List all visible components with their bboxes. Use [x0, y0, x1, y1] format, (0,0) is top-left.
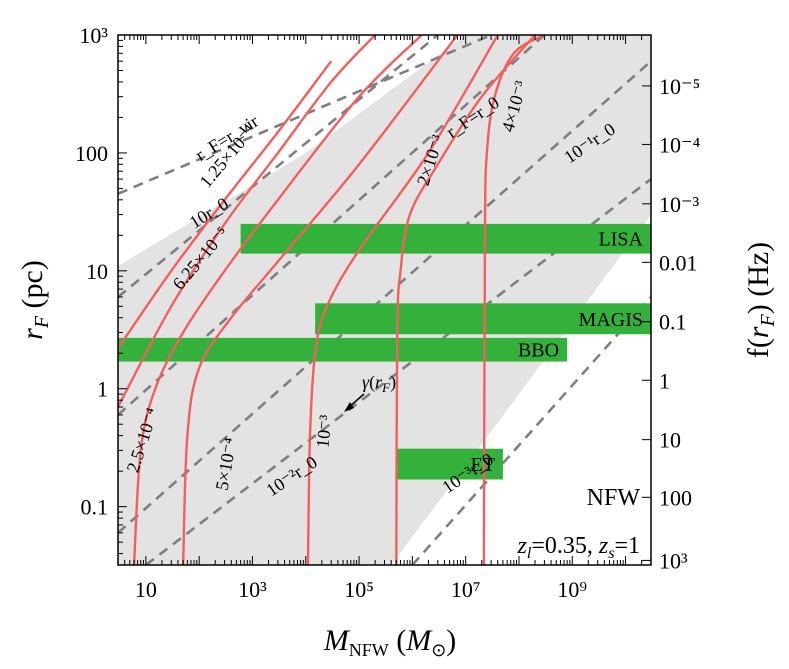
- gamma-contour-0: [118, 60, 333, 350]
- band-label-et: ET: [470, 454, 494, 476]
- y-tick-label-right: 10³: [659, 548, 688, 573]
- band-lisa: [240, 223, 651, 254]
- y-tick-label-right: 0.01: [659, 250, 698, 275]
- gamma-contour-2: [132, 35, 423, 565]
- y-tick-label-right: 10⁻⁵: [659, 74, 700, 99]
- band-label-lisa: LISA: [599, 229, 644, 251]
- y-tick-label-right: 10: [659, 428, 681, 453]
- gamma-contour-6: [482, 35, 546, 565]
- gamma-contour-5: [395, 35, 536, 565]
- y-axis-label-right: f(rF) (Hz): [742, 242, 779, 358]
- y-tick-label-right: 10⁻³: [659, 192, 700, 217]
- x-tick-label: 10⁵: [344, 577, 374, 602]
- redshift-label: zl=0.35, zs=1: [517, 533, 640, 562]
- x-tick-label: 10⁷: [451, 577, 481, 602]
- y-tick-label-left: 100: [75, 141, 108, 166]
- x-tick-label: 10: [135, 577, 157, 602]
- gamma-contour-3: [181, 35, 459, 565]
- y-tick-label-left: 1: [97, 377, 108, 402]
- gamma-contour-4: [306, 35, 499, 565]
- shaded-region: [118, 35, 651, 565]
- band-label-bbo: BBO: [518, 340, 559, 362]
- gamma-contour-1: [118, 35, 376, 408]
- y-tick-label-right: 10⁻⁴: [659, 132, 701, 157]
- y-tick-label-left: 0.1: [81, 495, 109, 520]
- band-bbo: [118, 337, 568, 362]
- band-magis: [315, 303, 651, 335]
- y-tick-label-right: 0.1: [659, 310, 687, 335]
- x-tick-label: 10⁹: [557, 577, 587, 602]
- y-tick-label-left: 10: [86, 259, 108, 284]
- gamma-annotation: γ(rF): [362, 372, 396, 395]
- y-tick-label-right: 100: [659, 485, 692, 510]
- y-tick-label-left: 10³: [79, 23, 108, 48]
- dashed-line-1: [118, 35, 439, 298]
- gamma-arrowhead: [344, 402, 354, 412]
- plot-frame: [117, 34, 652, 566]
- dashed-line-5: [411, 296, 651, 565]
- y-tick-label-right: 1: [659, 368, 670, 393]
- x-tick-label: 10³: [238, 577, 267, 602]
- contour-label-4: 10⁻³: [312, 413, 335, 448]
- x-axis-label: MNFW (M⊙): [323, 624, 457, 660]
- y-axis-label-left: rF (pc): [16, 260, 53, 340]
- model-label: NFW: [587, 485, 641, 511]
- band-label-magis: MAGIS: [579, 309, 643, 331]
